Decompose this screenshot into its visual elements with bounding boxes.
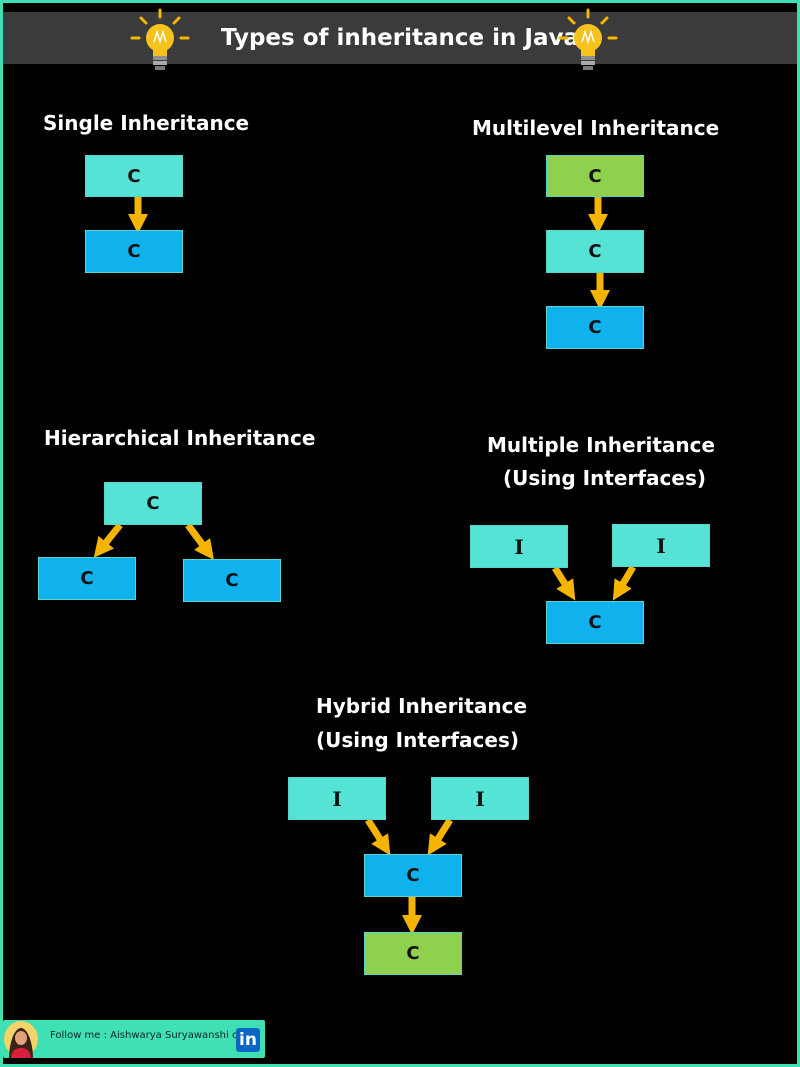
hybrid-right-interface-box: I (431, 777, 529, 820)
follow-text: Follow me : Aishwarya Suryawanshi on (50, 1030, 245, 1041)
hierarchical-right-child-box: C (183, 559, 281, 602)
hybrid-bottom-class-box: C (364, 932, 462, 975)
multilevel-top-class-box: C (546, 155, 644, 197)
multiple-inheritance-subtitle: (Using Interfaces) (503, 466, 706, 490)
multiple-child-class-box: C (546, 601, 644, 644)
multilevel-middle-class-box: C (546, 230, 644, 273)
multilevel-inheritance-title: Multilevel Inheritance (472, 116, 720, 140)
linkedin-icon[interactable]: in (236, 1028, 260, 1052)
avatar (4, 1021, 38, 1058)
lightbulb-icon (130, 8, 190, 70)
multiple-left-interface-box: I (470, 525, 568, 568)
follow-banner[interactable] (3, 1020, 265, 1058)
hybrid-inheritance-subtitle: (Using Interfaces) (316, 728, 519, 752)
hierarchical-inheritance-title: Hierarchical Inheritance (44, 426, 316, 450)
single-parent-class-box: C (85, 155, 183, 197)
multiple-inheritance-title: Multiple Inheritance (487, 433, 716, 457)
single-inheritance-title: Single Inheritance (43, 111, 250, 135)
lightbulb-icon (558, 8, 618, 70)
single-child-class-box: C (85, 230, 183, 273)
multilevel-bottom-class-box: C (546, 306, 644, 349)
hierarchical-left-child-box: C (38, 557, 136, 600)
page-title: Types of inheritance in Java (221, 25, 579, 51)
hierarchical-parent-class-box: C (104, 482, 202, 525)
multiple-right-interface-box: I (612, 524, 710, 567)
hybrid-inheritance-title: Hybrid Inheritance (316, 694, 528, 718)
hybrid-left-interface-box: I (288, 777, 386, 820)
hybrid-middle-class-box: C (364, 854, 462, 897)
